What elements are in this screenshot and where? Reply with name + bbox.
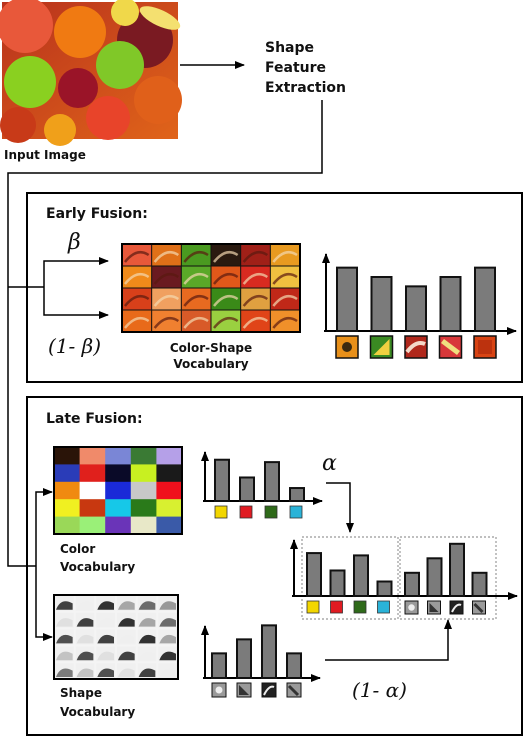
shape-hist-bars xyxy=(211,624,302,679)
color-word-swatch-3 xyxy=(264,505,278,519)
combined-color-bar-3 xyxy=(353,554,369,598)
color-word-swatch-1 xyxy=(214,505,228,519)
shape-word-icon-1 xyxy=(211,682,227,698)
shape-vocabulary-label-line2: Vocabulary xyxy=(60,705,135,719)
combined-shape-icon-2 xyxy=(427,600,441,615)
color-hist-word-swatches xyxy=(214,505,303,519)
beta-label: β xyxy=(67,230,81,255)
combined-color-bar-4 xyxy=(376,580,393,597)
combined-shape-icon-3 xyxy=(449,600,464,615)
alpha-arrow xyxy=(326,482,354,533)
shape-hist-bar-1 xyxy=(211,652,227,679)
color-vocabulary-label-line2: Vocabulary xyxy=(60,560,135,574)
extraction-label-line3: Extraction xyxy=(265,80,346,96)
color-hist-bar-4 xyxy=(289,487,305,503)
combined-color-swatch-2 xyxy=(330,600,343,614)
combined-color-bar-2 xyxy=(329,569,346,597)
color-shape-vocabulary-label-line2: Vocabulary xyxy=(173,357,248,371)
shape-word-icon-4 xyxy=(286,682,302,698)
color-word-swatch-2 xyxy=(239,505,253,519)
color-hist-bar-3 xyxy=(264,461,280,502)
input-image-label: Input Image xyxy=(4,148,86,162)
color-hist-bar-2 xyxy=(239,476,255,503)
combined-shape-icon-4 xyxy=(472,600,486,615)
combined-color-swatch-1 xyxy=(306,600,320,614)
shape-hist-bar-3 xyxy=(261,624,277,679)
combined-hist-bars xyxy=(306,542,488,598)
color-shape-vocabulary-image xyxy=(121,244,300,332)
one-minus-beta-arrow xyxy=(43,287,109,319)
color-vocabulary-image xyxy=(54,447,183,535)
combined-shape-section-box xyxy=(399,536,497,620)
beta-arrow xyxy=(43,257,109,287)
combined-color-bar-1 xyxy=(306,552,322,598)
late-fusion-panel xyxy=(26,396,523,736)
color-vocabulary-frame xyxy=(53,446,183,535)
one-minus-alpha-label: (1- α) xyxy=(352,678,407,702)
combined-hist-word-icons xyxy=(306,600,486,615)
combined-shape-bar-1 xyxy=(404,571,420,597)
color-shape-word-icon-3 xyxy=(404,335,428,359)
early-fusion-panel xyxy=(26,192,523,383)
shape-vocabulary-image xyxy=(54,595,178,679)
extraction-label-line2: Feature xyxy=(265,60,326,76)
combined-color-swatch-4 xyxy=(377,600,390,614)
color-hist-bar-1 xyxy=(214,458,230,502)
color-shape-vocabulary-label-line1: Color-Shape xyxy=(170,341,252,355)
early-hist-bar-1 xyxy=(336,266,358,333)
shape-word-icon-2 xyxy=(236,682,252,698)
color-shape-word-icon-2 xyxy=(369,335,394,359)
combined-shape-bar-2 xyxy=(426,557,443,597)
combined-shape-icon-1 xyxy=(404,600,419,615)
color-shape-vocabulary-frame xyxy=(121,243,301,333)
shape-vocab-arrow xyxy=(35,566,53,641)
early-hist-bars xyxy=(336,266,496,333)
color-shape-word-icon-5 xyxy=(473,335,497,359)
extraction-label-line1: Shape xyxy=(265,40,314,56)
color-hist-bars xyxy=(214,458,305,503)
shape-hist-bar-2 xyxy=(236,638,252,679)
color-word-swatch-4 xyxy=(289,505,303,519)
early-fusion-title: Early Fusion: xyxy=(46,206,148,222)
shape-hist-word-icons xyxy=(211,682,302,698)
input-image xyxy=(0,0,182,146)
color-vocab-arrow xyxy=(35,488,53,566)
early-hist-bar-5 xyxy=(474,266,496,333)
early-hist-word-icons xyxy=(335,335,497,359)
shape-vocabulary-label-line1: Shape xyxy=(60,686,102,700)
alpha-label: α xyxy=(322,451,337,476)
one-minus-alpha-arrow xyxy=(325,619,452,661)
color-vocabulary-label-line1: Color xyxy=(60,542,95,556)
shape-word-icon-3 xyxy=(261,682,277,698)
combined-color-swatch-3 xyxy=(353,600,367,614)
combined-shape-bar-3 xyxy=(449,542,465,597)
early-hist-bar-4 xyxy=(439,276,462,332)
main-connector xyxy=(7,100,323,567)
late-fusion-title: Late Fusion: xyxy=(46,411,143,427)
early-hist-bar-2 xyxy=(370,276,393,332)
shape-vocabulary-frame xyxy=(53,594,179,680)
color-shape-word-icon-4 xyxy=(438,335,463,359)
combined-shape-bar-4 xyxy=(471,571,488,597)
one-minus-beta-label: (1- β) xyxy=(48,334,101,358)
shape-hist-bar-4 xyxy=(286,652,302,679)
early-hist-bar-3 xyxy=(405,285,427,332)
color-shape-word-icon-1 xyxy=(335,335,359,359)
combined-color-section-box xyxy=(301,536,399,620)
